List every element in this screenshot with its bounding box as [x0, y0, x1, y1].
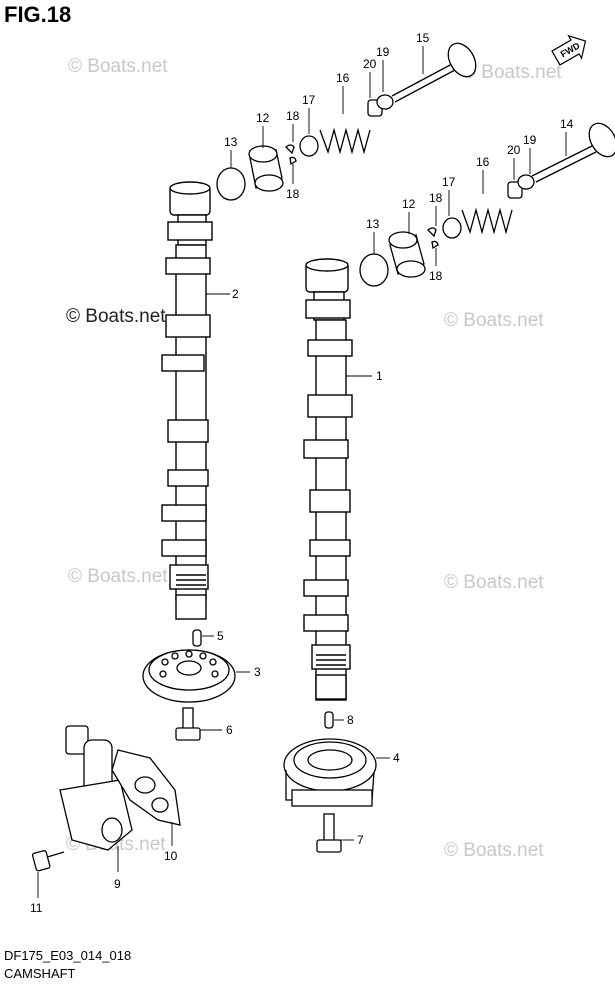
- callout-4: 4: [393, 751, 400, 765]
- callout-12: 12: [256, 111, 270, 125]
- diagram-code: DF175_E03_014_018: [4, 948, 132, 963]
- oil-control-valve-9: [59, 725, 133, 851]
- watermark: © Boats.net: [462, 62, 562, 83]
- diagram-subtitle: CAMSHAFT: [4, 966, 76, 981]
- callout-1: 1: [376, 369, 383, 383]
- callout-18: 18: [286, 187, 300, 201]
- bolt-11: [31, 850, 65, 872]
- callout-16: 16: [336, 71, 350, 85]
- figure-title: FIG.18: [4, 2, 72, 27]
- watermark: © Boats.net: [444, 572, 544, 593]
- callout-6: 6: [226, 723, 233, 737]
- valve-train-lower: [359, 122, 615, 287]
- bolt-6: [175, 707, 201, 741]
- callout-8: 8: [347, 713, 354, 727]
- vvt-sprocket-4: [283, 738, 377, 807]
- watermark: © Boats.net: [66, 306, 166, 327]
- leader-lines: [37, 46, 567, 898]
- callout-10: 10: [164, 849, 178, 863]
- watermark: © Boats.net: [68, 56, 168, 77]
- watermark: © Boats.net: [68, 566, 168, 587]
- callout-5: 5: [217, 629, 224, 643]
- callout-20: 20: [507, 143, 521, 157]
- bolt-7: [316, 813, 342, 853]
- callout-20: 20: [363, 57, 377, 71]
- callout-19: 19: [376, 45, 390, 59]
- pin-5: [192, 629, 202, 647]
- fwd-arrow-icon: FWD: [551, 34, 587, 66]
- callout-numbers: 1 2 3 4 5 6 7 8 9 10 11 12 12 13 13 14 1…: [30, 31, 574, 915]
- callout-18: 18: [286, 109, 300, 123]
- callout-17: 17: [442, 175, 456, 189]
- watermark: © Boats.net: [444, 310, 544, 331]
- callout-18: 18: [429, 191, 443, 205]
- callout-7: 7: [357, 833, 364, 847]
- sprocket-3: [142, 649, 236, 703]
- gasket-10: [111, 749, 181, 826]
- callout-19: 19: [523, 133, 537, 147]
- callout-18: 18: [429, 269, 443, 283]
- callout-14: 14: [560, 117, 574, 131]
- callout-13: 13: [224, 135, 238, 149]
- camshaft-2: [161, 181, 213, 620]
- callout-16: 16: [476, 155, 490, 169]
- callout-17: 17: [302, 93, 316, 107]
- valve-train-upper: [216, 42, 477, 201]
- callout-2: 2: [232, 287, 239, 301]
- callout-9: 9: [114, 877, 121, 891]
- callout-3: 3: [254, 665, 261, 679]
- callout-12: 12: [402, 197, 416, 211]
- callout-11: 11: [30, 901, 43, 915]
- camshaft-1: [303, 258, 353, 701]
- pin-8: [324, 711, 334, 729]
- callout-13: 13: [366, 217, 380, 231]
- watermark: © Boats.net: [444, 840, 544, 861]
- callout-15: 15: [416, 31, 430, 45]
